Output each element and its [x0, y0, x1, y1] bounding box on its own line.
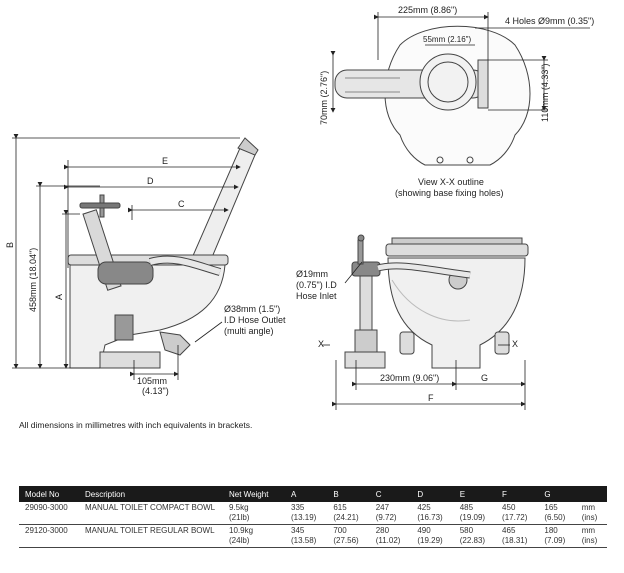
dim-230: 230mm (9.06") [380, 373, 439, 383]
cell-b: 700(27.56) [333, 526, 359, 545]
dim-70: 70mm (2.76") [319, 71, 329, 125]
col-f: F [496, 486, 539, 502]
col-description: Description [79, 486, 223, 502]
x-left: X [318, 339, 324, 349]
dim-110: 110mm (4.33") [540, 63, 550, 122]
col-e: E [453, 486, 497, 502]
dim-55: 55mm (2.16") [423, 35, 472, 44]
table-row: 29120-3000 MANUAL TOILET REGULAR BOWL 10… [19, 525, 607, 548]
table-row: 29090-3000 MANUAL TOILET COMPACT BOWL 9.… [19, 502, 607, 525]
dim-G: G [481, 373, 488, 383]
cell-weight: 10.9kg(24lb) [229, 526, 254, 545]
cell-unit: mm(ins) [581, 503, 598, 522]
x-right: X [512, 339, 518, 349]
view-title: View X-X outline [418, 177, 484, 187]
col-a: A [285, 486, 328, 502]
outlet-label-3: (multi angle) [224, 326, 274, 336]
outlet-label-2: I.D Hose Outlet [224, 315, 286, 325]
col-d: D [411, 486, 454, 502]
dim-F: F [428, 393, 434, 403]
cell-e: 580(22.83) [459, 526, 486, 545]
spec-table: Model No Description Net Weight A B C D … [19, 486, 607, 548]
cell-g: 180(7.09) [544, 526, 566, 545]
cell-d: 425(16.73) [417, 503, 443, 522]
cell-c: 280(11.02) [375, 526, 401, 545]
dim-holes: 4 Holes Ø9mm (0.35") [505, 16, 594, 26]
col-c: C [369, 486, 412, 502]
top-view-outline [334, 25, 531, 166]
cell-desc: MANUAL TOILET REGULAR BOWL [85, 526, 215, 535]
cell-desc: MANUAL TOILET COMPACT BOWL [85, 503, 216, 512]
col-g: G [538, 486, 576, 502]
cell-g: 165(6.50) [544, 503, 566, 522]
dim-105-in: (4.13") [142, 386, 169, 396]
inlet-label-2: (0.75") I.D [296, 280, 337, 290]
cell-unit: mm(ins) [581, 526, 598, 545]
col-b: B [327, 486, 370, 502]
inlet-label-1: Ø19mm [296, 269, 328, 279]
cell-c: 247(9.72) [375, 503, 397, 522]
dimensions-note: All dimensions in millimetres with inch … [19, 420, 253, 430]
front-view-toilet [344, 234, 529, 369]
dim-458: 458mm (18.04") [28, 248, 38, 312]
cell-model: 29090-3000 [25, 503, 68, 512]
spec-header-row: Model No Description Net Weight A B C D … [19, 486, 607, 502]
dim-A: A [54, 294, 64, 300]
cell-f: 465(18.31) [502, 526, 528, 545]
dim-105: 105mm [137, 376, 167, 386]
cell-model: 29120-3000 [25, 526, 68, 535]
dim-E: E [162, 156, 168, 166]
cell-a: 345(13.58) [291, 526, 317, 545]
cell-d: 490(19.29) [417, 526, 443, 545]
technical-drawing: 225mm (8.86") 4 Holes Ø9mm (0.35") 55mm … [5, 5, 594, 410]
col-unit [575, 486, 607, 502]
dim-C: C [178, 199, 185, 209]
cell-f: 450(17.72) [502, 503, 528, 522]
side-view-toilet [67, 137, 259, 369]
cell-b: 615(24.21) [333, 503, 359, 522]
dim-B: B [5, 242, 15, 248]
col-weight: Net Weight [223, 486, 285, 502]
cell-e: 485(19.09) [459, 503, 486, 522]
view-subtitle: (showing base fixing holes) [395, 188, 504, 198]
dim-225: 225mm (8.86") [398, 5, 457, 15]
outlet-label-1: Ø38mm (1.5") [224, 304, 280, 314]
cell-weight: 9.5kg(21lb) [229, 503, 250, 522]
inlet-label-3: Hose Inlet [296, 291, 337, 301]
col-model: Model No [19, 486, 79, 502]
cell-a: 335(13.19) [291, 503, 317, 522]
dim-D: D [147, 176, 154, 186]
